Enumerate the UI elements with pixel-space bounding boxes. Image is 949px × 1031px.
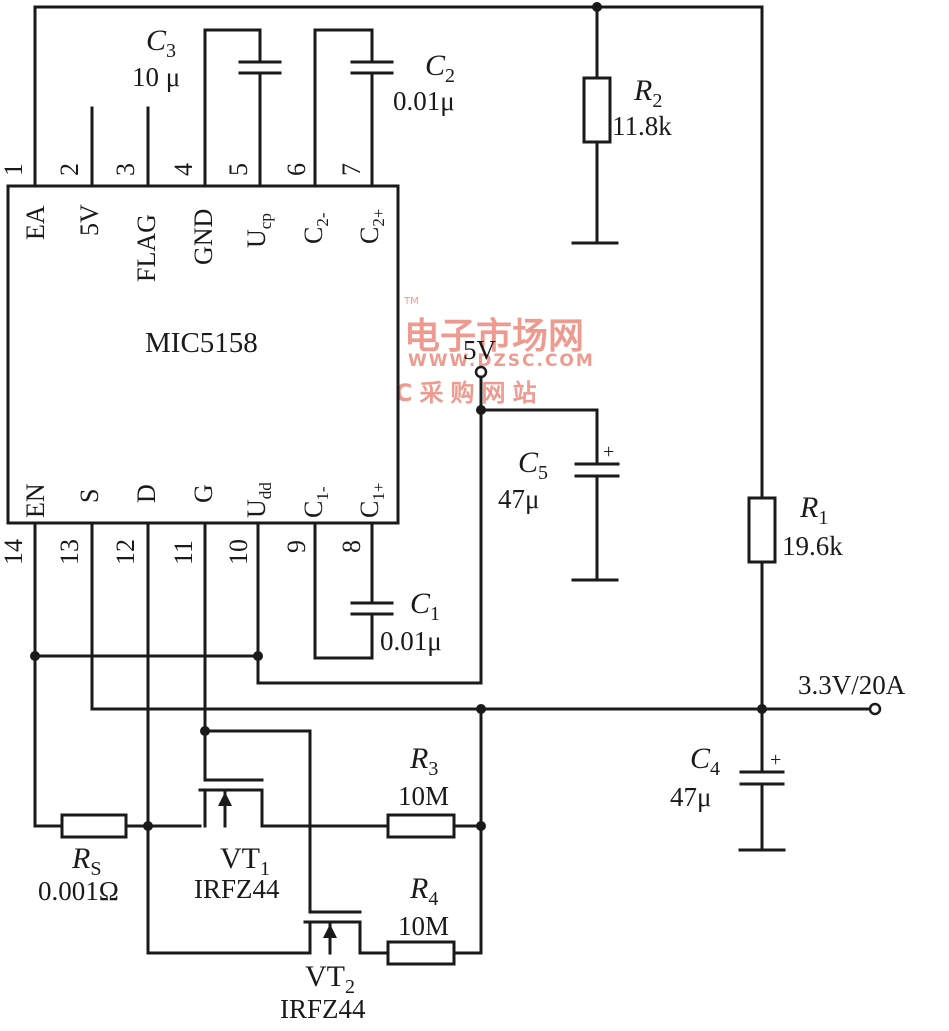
svg-text:Udd: Udd [242, 482, 275, 518]
r1-value: 19.6k [782, 531, 843, 561]
pin-name-en: EN [21, 483, 50, 518]
c3-label: C3 [146, 24, 176, 62]
bottom-wiring: + [30, 521, 882, 966]
r4-body [386, 940, 456, 966]
pin-name-c2-plus: C2+ [355, 209, 388, 244]
c4-plus-sign: + [770, 749, 781, 771]
r2-label: R2 [633, 74, 662, 112]
r4-value: 10M [398, 911, 449, 941]
c1-value: 0.01μ [380, 626, 442, 656]
c5-label: C5 [518, 446, 548, 484]
svg-text:3: 3 [111, 163, 140, 176]
c4-value: 47μ [670, 782, 711, 812]
r3-label: R3 [409, 742, 438, 780]
svg-text:C2+: C2+ [355, 209, 388, 244]
bottom-pin-numbers: 14 13 12 11 10 9 8 [0, 539, 366, 565]
svg-text:4: 4 [169, 163, 198, 176]
svg-text:13: 13 [55, 539, 84, 565]
r2-body [582, 76, 612, 144]
svg-text:9: 9 [282, 540, 311, 553]
watermark-url: WWW.DZSC.COM [408, 351, 595, 371]
pin-name-ea: EA [21, 205, 50, 240]
component-labels: C3 10 μ C2 0.01μ R2 11.8k 5V C5 47μ R1 1… [38, 24, 906, 1024]
svg-text:C2-: C2- [299, 212, 332, 244]
c5-network: + [474, 365, 620, 685]
watermark-tm: TM [403, 296, 419, 307]
r3-value: 10M [398, 781, 449, 811]
top-pin-numbers: 1 2 3 4 5 6 7 [0, 163, 366, 176]
svg-text:14: 14 [0, 539, 28, 565]
c4-label: C4 [690, 742, 720, 780]
top-wiring [33, 2, 777, 710]
svg-text:11: 11 [169, 540, 198, 565]
svg-text:10: 10 [224, 539, 253, 565]
watermark-site-cn: 电子市场网 [404, 316, 584, 357]
vt1-part: IRFZ44 [194, 874, 280, 904]
vt1-label: VT1 [220, 842, 270, 880]
pin-name-d: D [132, 484, 161, 503]
bottom-pin-names: EN S D G Udd C1- C1+ [21, 482, 388, 518]
vt2-arrow-icon [323, 924, 337, 938]
pin-name-ucp: Ucp [242, 213, 275, 248]
c3-value: 10 μ [132, 62, 180, 92]
pin-name-flag: FLAG [132, 214, 161, 282]
pin-name-udd: Udd [242, 482, 275, 518]
svg-text:5: 5 [224, 163, 253, 176]
svg-text:C1+: C1+ [355, 483, 388, 518]
pin-name-c1-minus: C1- [299, 486, 332, 518]
vt2-part: IRFZ44 [280, 994, 366, 1024]
vt2-label: VT2 [305, 960, 355, 998]
svg-text:6: 6 [282, 163, 311, 176]
svg-text:2: 2 [55, 163, 84, 176]
r4-label: R4 [409, 872, 438, 910]
pin-name-s: S [75, 489, 104, 503]
output-label: 3.3V/20A [798, 670, 906, 700]
pin-name-g: G [189, 484, 218, 503]
r3-body [386, 813, 456, 839]
c2-label: C2 [425, 49, 455, 87]
svg-text:Ucp: Ucp [242, 213, 275, 248]
rs-value: 0.001Ω [38, 876, 119, 906]
pin-name-c2-minus: C2- [299, 212, 332, 244]
ic-name: MIC5158 [145, 327, 258, 359]
pin-name-c1-plus: C1+ [355, 483, 388, 518]
svg-text:7: 7 [337, 163, 366, 176]
r1-label: R1 [799, 491, 828, 529]
svg-text:8: 8 [337, 540, 366, 553]
ic-body [6, 184, 400, 525]
c2-value: 0.01μ [393, 86, 455, 116]
svg-text:1: 1 [0, 163, 28, 176]
c5-plus-sign: + [603, 441, 614, 463]
rs-body [60, 813, 128, 839]
svg-text:C1-: C1- [299, 486, 332, 518]
supply-5v-label: 5V [463, 335, 497, 365]
c5-value: 47μ [498, 484, 539, 514]
top-pin-names: EA 5V FLAG GND Ucp C2- C2+ [21, 204, 388, 282]
r1-body [747, 496, 777, 564]
svg-text:12: 12 [111, 539, 140, 565]
vt1-arrow-icon [218, 792, 232, 806]
output-terminal [868, 702, 882, 716]
c1-label: C1 [410, 587, 440, 625]
rs-label: RS [71, 842, 101, 880]
pin-name-gnd: GND [189, 209, 218, 265]
pin-name-5v: 5V [75, 204, 104, 236]
r2-value: 11.8k [612, 111, 672, 141]
